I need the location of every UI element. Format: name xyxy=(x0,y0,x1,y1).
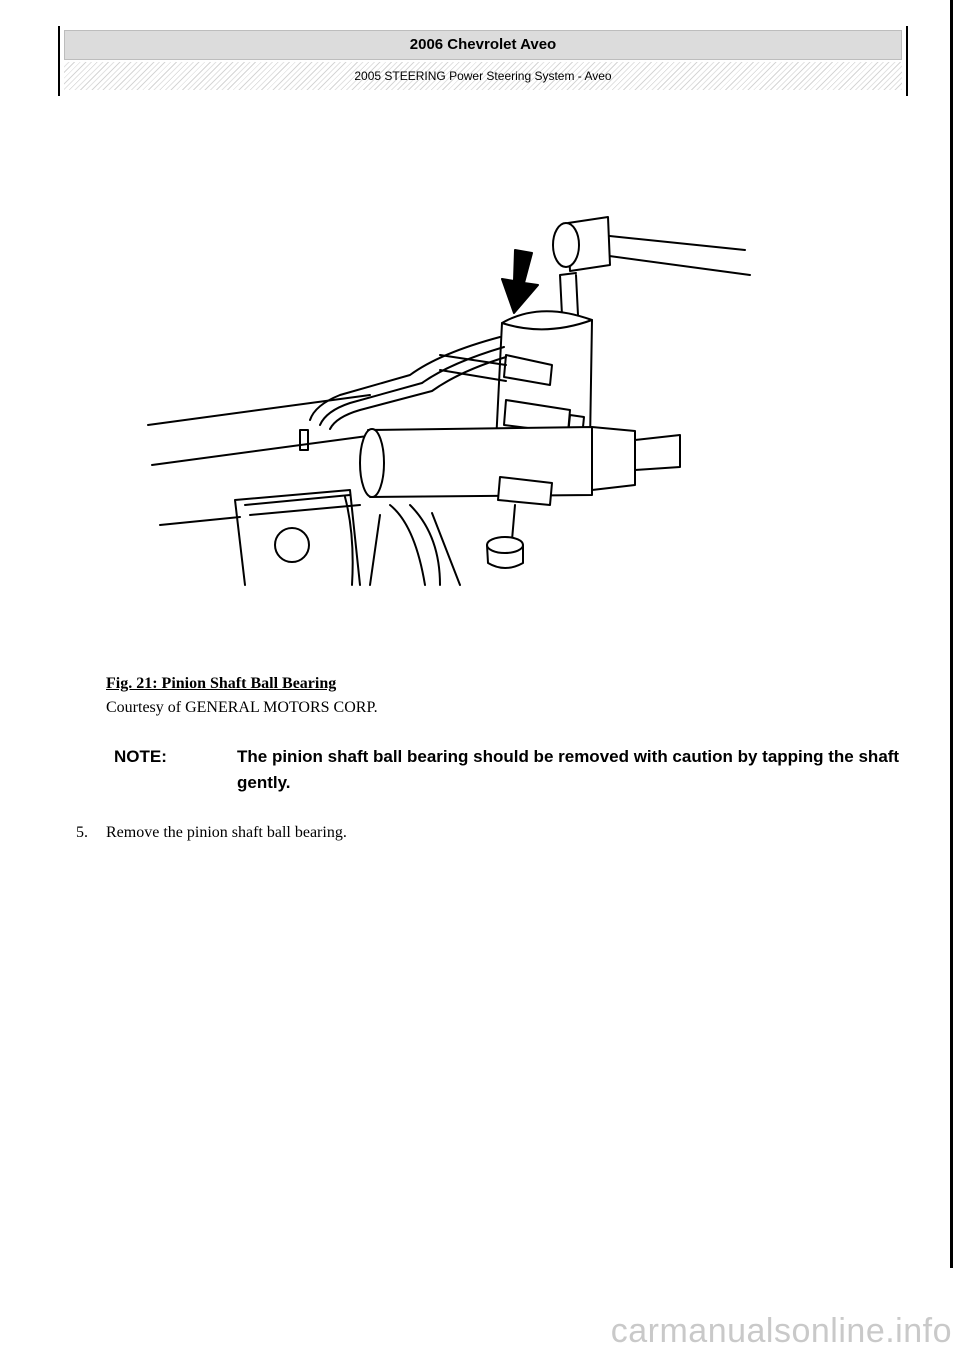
figure-caption: Fig. 21: Pinion Shaft Ball Bearing Court… xyxy=(106,672,378,720)
document-header: 2006 Chevrolet Aveo 2005 STEERING Power … xyxy=(58,26,908,96)
procedure-step: 5. Remove the pinion shaft ball bearing. xyxy=(76,824,347,842)
section-subtitle: 2005 STEERING Power Steering System - Av… xyxy=(64,62,902,90)
vehicle-title: 2006 Chevrolet Aveo xyxy=(64,30,902,60)
step-number: 5. xyxy=(76,824,88,841)
pinion-shaft-illustration xyxy=(140,205,760,600)
page-right-rule xyxy=(950,0,953,1268)
figure-caption-title: Fig. 21: Pinion Shaft Ball Bearing xyxy=(106,675,337,692)
figure-caption-credit: Courtesy of GENERAL MOTORS CORP. xyxy=(106,699,378,716)
note-label: NOTE: xyxy=(114,747,167,766)
note-text: The pinion shaft ball bearing should be … xyxy=(237,747,900,792)
site-watermark: carmanualsonline.info xyxy=(610,1312,952,1350)
step-text: Remove the pinion shaft ball bearing. xyxy=(106,824,347,841)
